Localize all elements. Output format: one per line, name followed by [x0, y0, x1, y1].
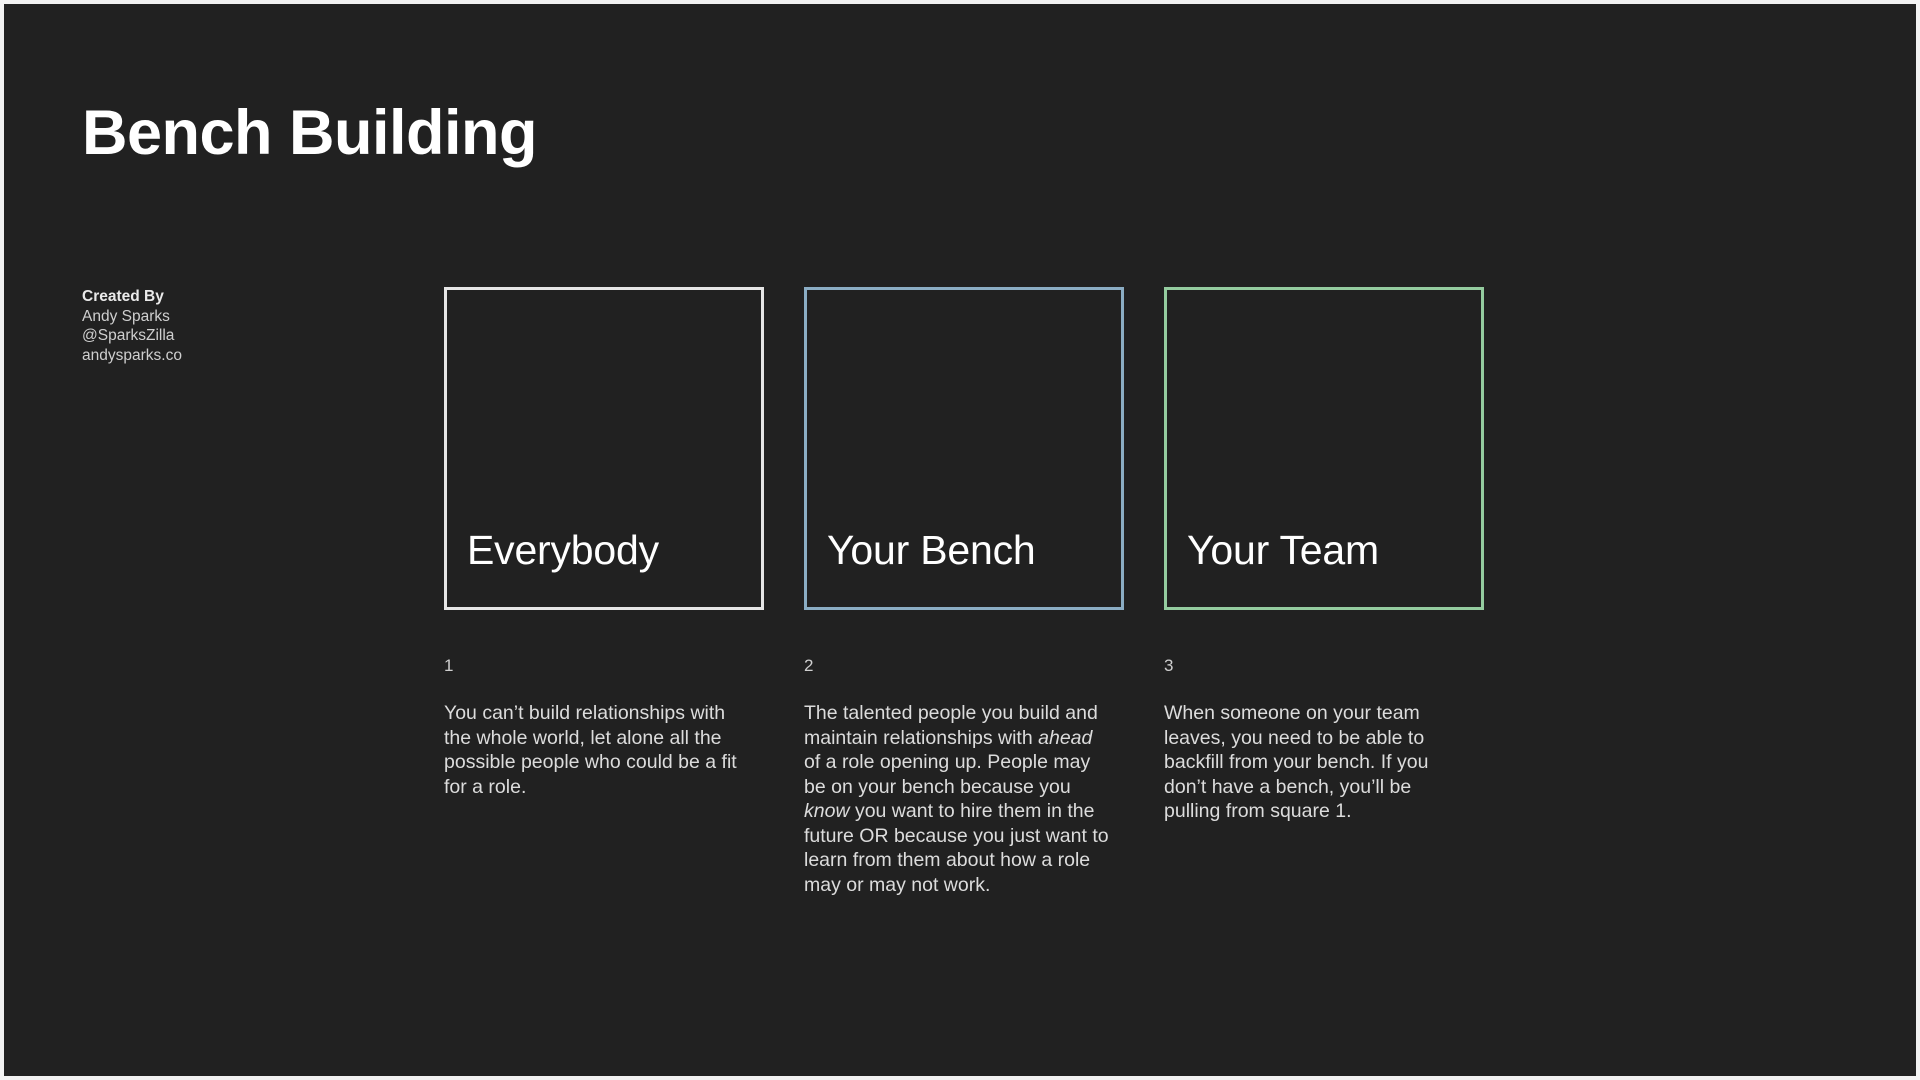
credits-social-handle: @SparksZilla: [82, 327, 175, 344]
step-number-1: 1: [444, 656, 454, 675]
card-label-your-team: Your Team: [1187, 527, 1379, 573]
column-everybody: Everybody 1 You can’t build relationship…: [444, 287, 764, 799]
card-label-your-bench: Your Bench: [827, 527, 1036, 573]
card-your-team: Your Team: [1164, 287, 1484, 610]
credits-website: andysparks.co: [82, 346, 182, 364]
body-copy-1: You can’t build relationships with the w…: [444, 702, 737, 798]
body-copy-2: The talented people you build and mainta…: [804, 702, 1109, 896]
card-label-everybody: Everybody: [467, 527, 659, 573]
card-everybody: Everybody: [444, 287, 764, 610]
step-number-3: 3: [1164, 656, 1174, 675]
column-your-bench: Your Bench 2 The talented people you bui…: [804, 287, 1124, 897]
card-your-bench: Your Bench: [804, 287, 1124, 610]
step-number-2: 2: [804, 656, 814, 675]
body-copy-3: When someone on your team leaves, you ne…: [1164, 702, 1429, 822]
columns-row: Everybody 1 You can’t build relationship…: [444, 287, 1484, 897]
credits-block: Created By Andy Sparks @SparksZilla andy…: [82, 287, 322, 365]
page-title: Bench Building: [82, 98, 537, 168]
column-your-team: Your Team 3 When someone on your team le…: [1164, 287, 1484, 824]
credits-heading: Created By: [82, 288, 164, 305]
credits-author-name: Andy Sparks: [82, 307, 170, 325]
